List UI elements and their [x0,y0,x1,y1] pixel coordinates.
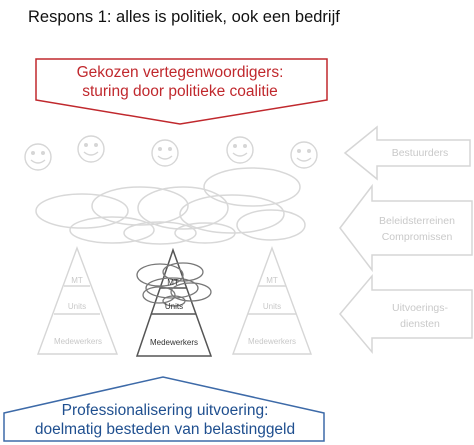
beleid-text-line1: Beleidsterreinen [379,215,455,227]
left-pyramid-units: Units [67,302,87,311]
bestuurders-text: Bestuurders [391,147,449,159]
beleid-arrow [339,183,473,273]
uitvoering-text-line1: Uitvoerings- [391,302,449,314]
smiley-icon [290,141,318,169]
middle-pyramid-mt: MT [167,278,179,287]
right-pyramid [231,245,313,355]
uitvoering-arrow [339,273,473,355]
smiley-icon [151,139,179,167]
left-pyramid-mt: MT [71,276,83,285]
right-pyramid-mt: MT [266,276,278,285]
bottom-callout: Professionalisering uitvoering: doelmati… [10,402,320,440]
smiley-icon [226,136,254,164]
top-callout-line1: Gekozen vertegenwoordigers: [76,64,284,81]
middle-pyramid-units: Units [164,302,184,311]
bottom-callout-line2: doelmatig besteden van belastinggeld [34,420,296,438]
middle-ellipses [136,262,212,307]
right-pyramid-medewerkers: Medewerkers [247,337,296,346]
left-pyramid [36,245,119,355]
smiley-icon [24,143,52,171]
left-pyramid-medewerkers: Medewerkers [53,337,102,346]
uitvoering-text-line2: diensten [400,317,440,330]
middle-pyramid-medewerkers: Medewerkers [149,338,198,347]
bottom-callout-line1: Professionalisering uitvoering: [61,402,269,419]
top-callout-line2: sturing door politieke coalitie [82,82,278,100]
beleid-text-line2: Compromissen [381,230,453,243]
top-callout: Gekozen vertegenwoordigers: sturing door… [40,64,320,102]
bestuurders-arrow [343,125,471,181]
beleid-label: Beleidsterreinen Compromissen [362,214,472,246]
page-title: Respons 1: alles is politiek, ook een be… [28,8,340,26]
top-down-arrow [35,58,328,125]
uitvoering-label: Uitvoerings- diensten [372,301,468,333]
right-pyramid-units: Units [262,302,282,311]
bottom-up-arrow [3,376,325,442]
bestuurders-label: Bestuurders [372,146,468,162]
policy-ellipses [35,167,306,245]
smiley-icon [77,135,105,163]
